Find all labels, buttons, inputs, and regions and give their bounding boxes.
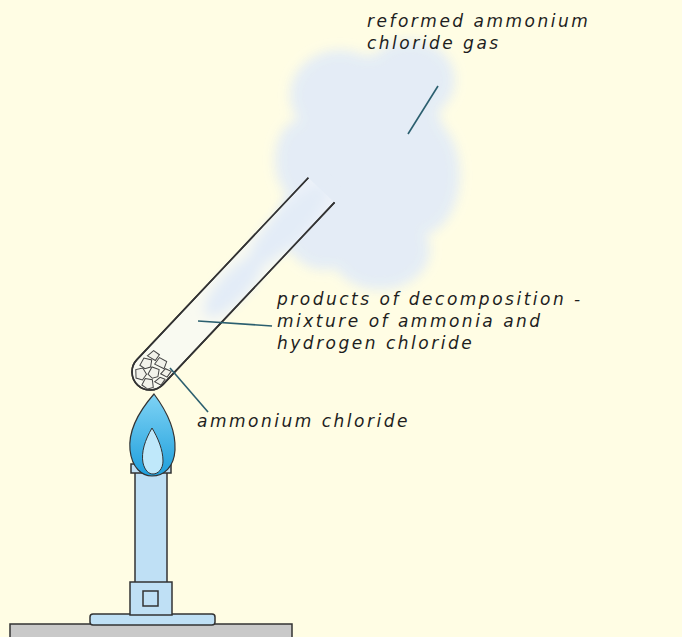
leader-line [408,86,438,134]
flame [130,394,175,476]
leader-lines [170,86,438,412]
leader-line [198,321,272,326]
ammonium-chloride-crystals [130,349,176,395]
bench [10,624,292,637]
test-tube [125,174,338,397]
leader-line [170,368,208,412]
bunsen-burner [90,464,215,625]
gas-mixture-label: products of decomposition - mixture of a… [277,288,623,354]
white-cloud [275,40,460,290]
solid-label: ammonium chloride [197,410,410,432]
cloud-label: reformed ammonium chloride gas [367,10,629,54]
